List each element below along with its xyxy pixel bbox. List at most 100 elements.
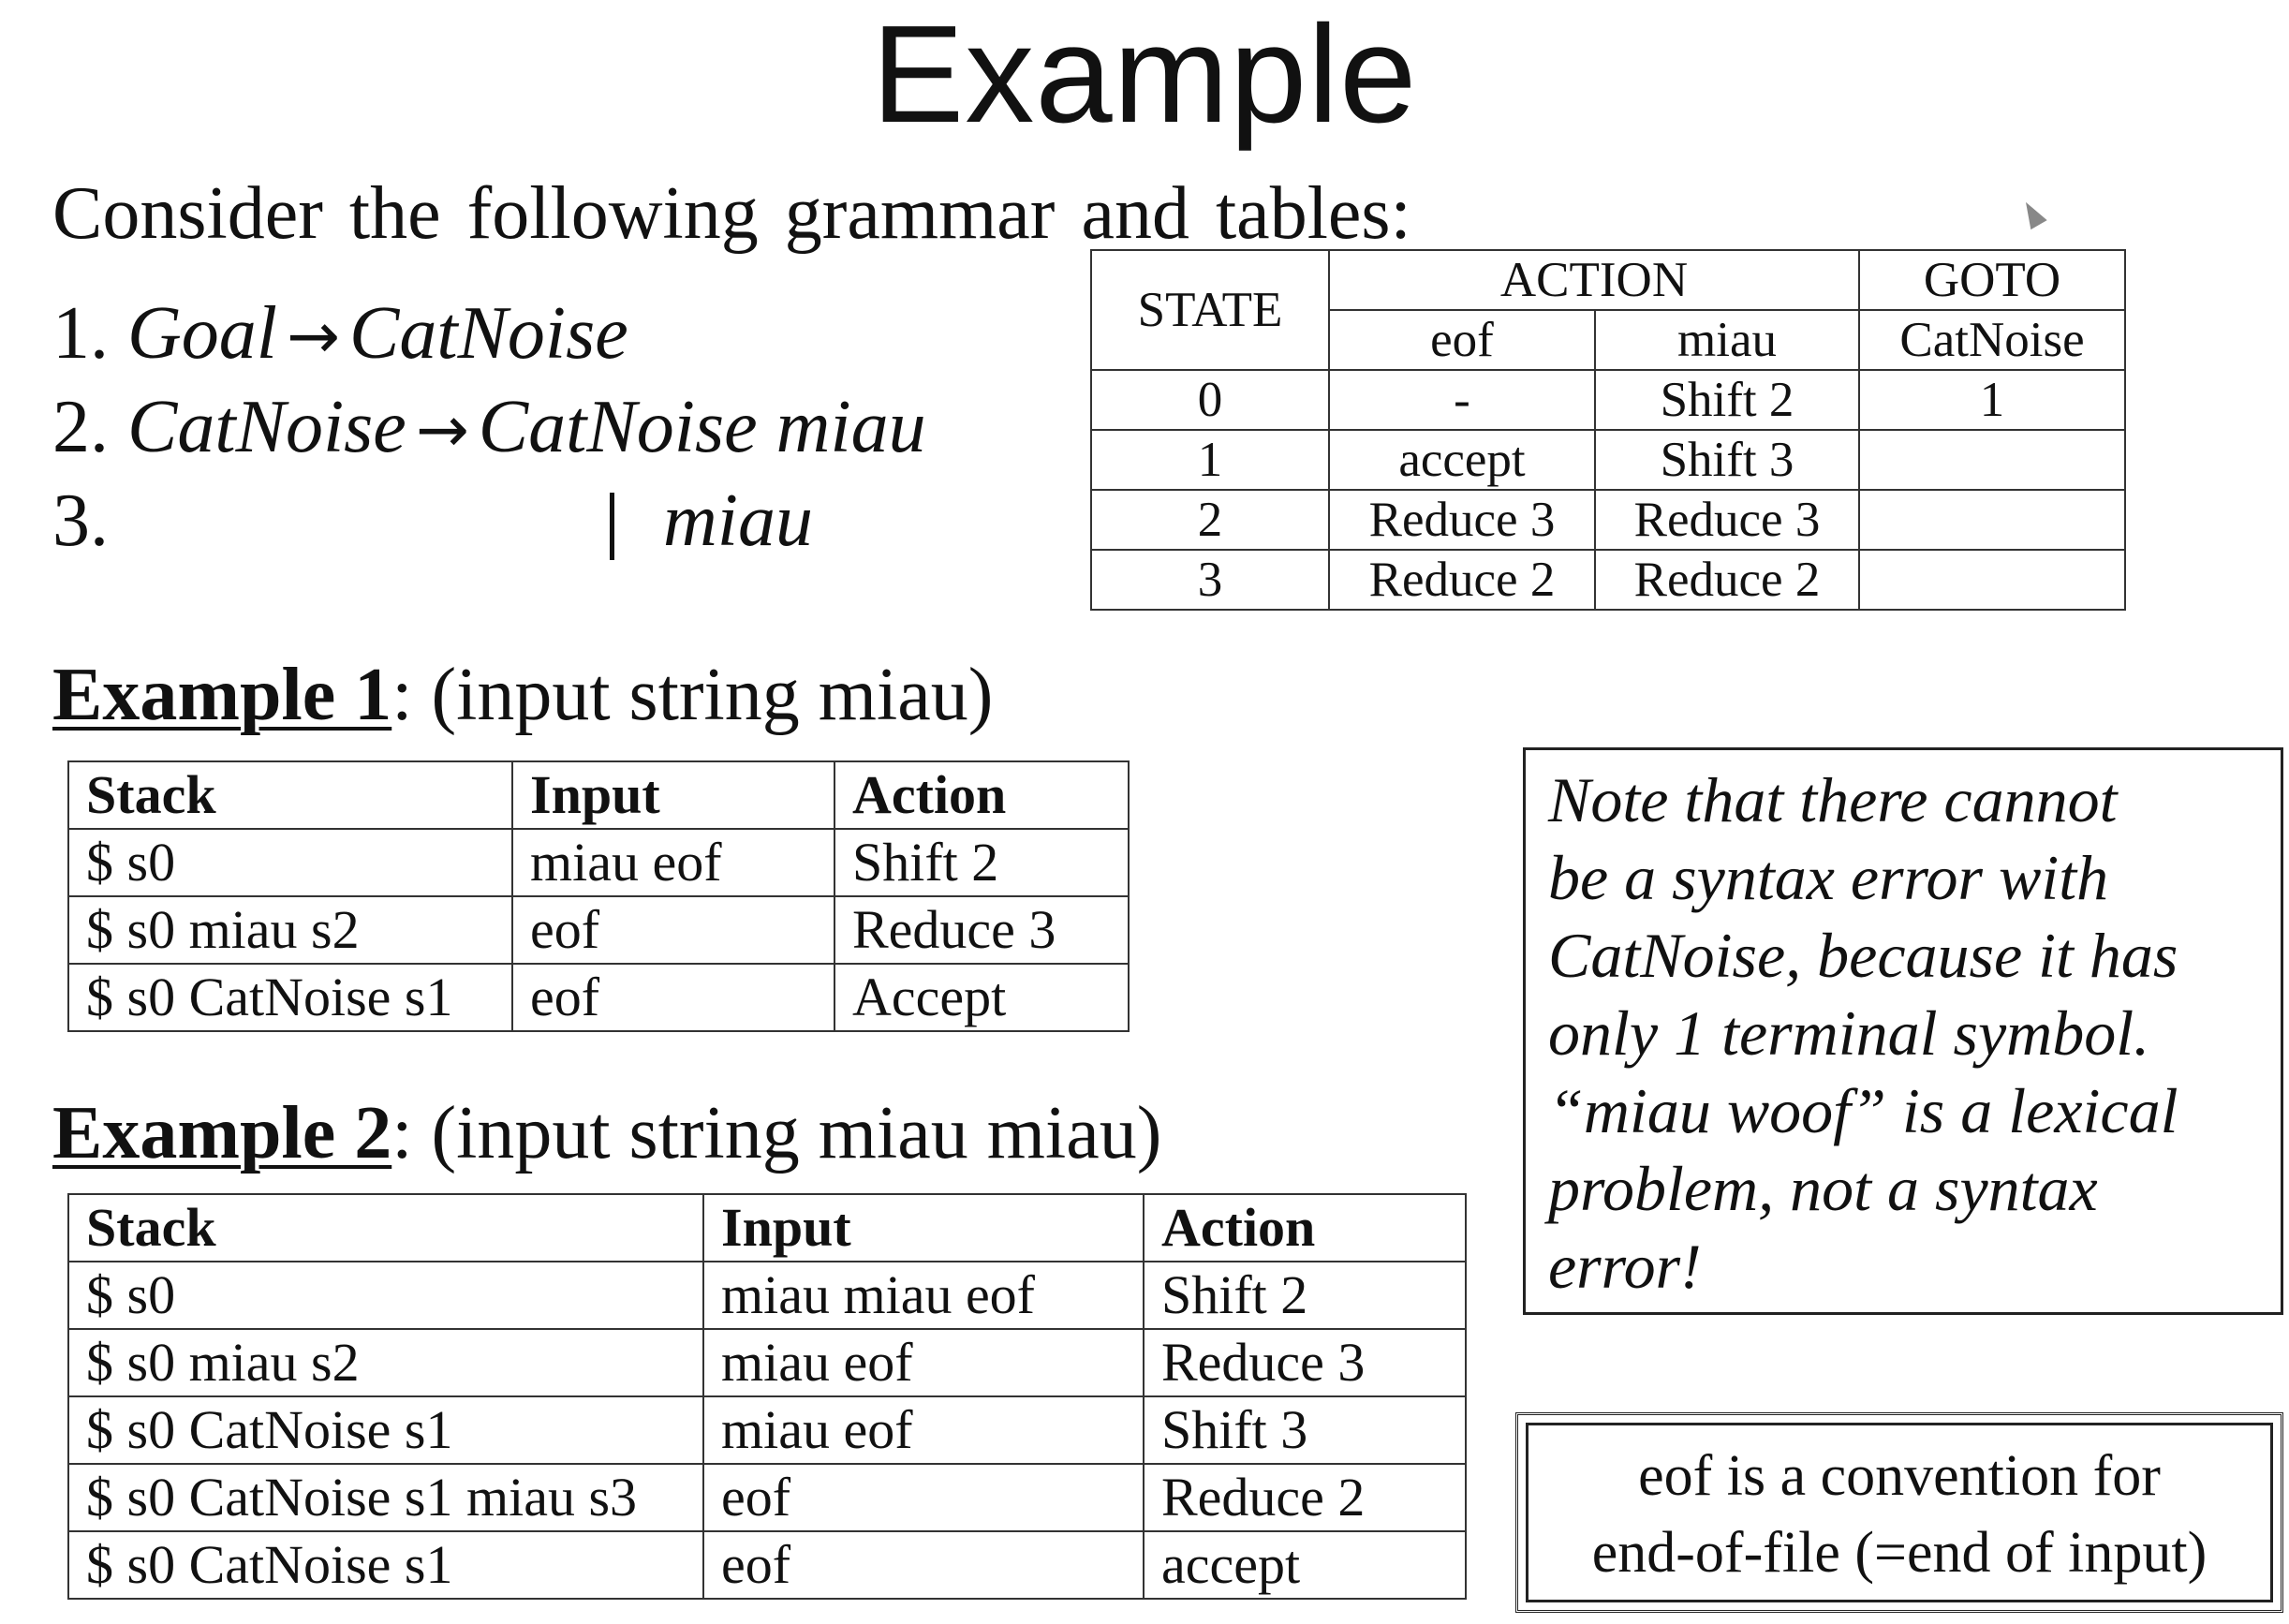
table-row: $ s0 CatNoise s1 miau s3 eof Reduce 2: [67, 1463, 1467, 1532]
grammar-rule-2: 2. CatNoise→CatNoise miau: [52, 380, 926, 478]
slide-title: Example: [871, 0, 1418, 152]
cell: $ s0 miau s2: [67, 1328, 704, 1397]
cell: Shift 2: [834, 828, 1130, 897]
cell: [1858, 549, 2126, 611]
cell: accept: [1328, 429, 1596, 491]
cell: miau eof: [702, 1395, 1144, 1465]
cell: Reduce 3: [1328, 489, 1596, 551]
note-line: only 1 terminal symbol.: [1548, 997, 2150, 1069]
cell: eof: [511, 895, 835, 965]
cell: $ s0 CatNoise s1 miau s3: [67, 1463, 704, 1532]
cell: [1858, 489, 2126, 551]
cell: miau eof: [702, 1328, 1144, 1397]
cell: -: [1328, 369, 1596, 431]
cell: Shift 2: [1143, 1261, 1467, 1330]
cell: 3: [1090, 549, 1330, 611]
column-header: Stack: [67, 760, 513, 830]
cell: $ s0 CatNoise s1: [67, 1395, 704, 1465]
example-2-desc: : (input string miau miau): [391, 1092, 1162, 1174]
column-header: Stack: [67, 1193, 704, 1262]
state-header: STATE: [1090, 249, 1330, 371]
example-2-table: Stack Input Action $ s0 miau miau eof Sh…: [67, 1193, 1467, 1600]
arrow-icon: →: [287, 300, 340, 374]
column-header: Input: [511, 760, 835, 830]
example-2-heading: Example 2: (input string miau miau): [52, 1086, 1161, 1180]
example-2-label: Example 2: [52, 1092, 392, 1174]
rule-number: 2.: [52, 386, 109, 468]
column-header: Action: [1143, 1193, 1467, 1262]
table-row: 3 Reduce 2 Reduce 2: [1090, 549, 2126, 611]
note-line: Note that there cannot: [1548, 764, 2118, 835]
rule-rhs: CatNoise: [348, 292, 628, 375]
cell: Shift 3: [1594, 429, 1860, 491]
cell: Reduce 3: [834, 895, 1130, 965]
column-header: Action: [834, 760, 1130, 830]
cell: [1858, 429, 2126, 491]
table-row: $ s0 miau s2 eof Reduce 3: [67, 895, 1130, 965]
note-line: problem, not a syntax: [1548, 1153, 2098, 1224]
cell: Accept: [834, 963, 1130, 1032]
mouse-cursor-icon: [2017, 197, 2047, 230]
note-line: “miau woof” is a lexical: [1548, 1075, 2178, 1146]
cell: Shift 3: [1143, 1395, 1467, 1465]
syntax-error-note: Note that there cannot be a syntax error…: [1523, 747, 2283, 1315]
goto-header: GOTO: [1858, 249, 2126, 311]
example-1-table: Stack Input Action $ s0 miau eof Shift 2…: [67, 760, 1130, 1032]
table-row: $ s0 CatNoise s1 eof Accept: [67, 963, 1130, 1032]
table-row: $ s0 miau miau eof Shift 2: [67, 1261, 1467, 1330]
cell: $ s0: [67, 1261, 704, 1330]
action-header: ACTION: [1328, 249, 1860, 311]
cell: 0: [1090, 369, 1330, 431]
table-row: 1 accept Shift 3: [1090, 429, 2126, 491]
intro-text: Consider the following grammar and table…: [52, 172, 1411, 255]
column-header: Input: [702, 1193, 1144, 1262]
cell: eof: [702, 1463, 1144, 1532]
grammar-rule-3-rhs: miau: [663, 474, 813, 568]
cell: accept: [1143, 1530, 1467, 1600]
rule-lhs: Goal: [127, 292, 277, 375]
rule-rhs: miau: [663, 480, 813, 562]
cell: Reduce 2: [1143, 1463, 1467, 1532]
table-row: $ s0 CatNoise s1 miau eof Shift 3: [67, 1395, 1467, 1465]
cell: 2: [1090, 489, 1330, 551]
cell: 1: [1858, 369, 2126, 431]
sub-header: eof: [1328, 309, 1596, 371]
cell: Reduce 2: [1594, 549, 1860, 611]
rule-number: 1.: [52, 292, 109, 375]
cell: Reduce 3: [1143, 1328, 1467, 1397]
cell: $ s0 miau s2: [67, 895, 513, 965]
sub-header: CatNoise: [1858, 309, 2126, 371]
cell: $ s0 CatNoise s1: [67, 1530, 704, 1600]
cell: Shift 2: [1594, 369, 1860, 431]
table-row: $ s0 miau s2 miau eof Reduce 3: [67, 1328, 1467, 1397]
note-line: CatNoise, because it has: [1548, 920, 2178, 991]
rule-rhs: CatNoise miau: [478, 386, 926, 468]
cell: miau eof: [511, 828, 835, 897]
note-line: eof is a convention for: [1638, 1444, 2161, 1508]
cell: $ s0: [67, 828, 513, 897]
cell: Reduce 2: [1328, 549, 1596, 611]
cell: Reduce 3: [1594, 489, 1860, 551]
rule-lhs: CatNoise: [127, 386, 406, 468]
grammar-rule-1: 1. Goal→CatNoise: [52, 287, 628, 384]
arrow-icon: →: [415, 393, 469, 467]
table-row: 2 Reduce 3 Reduce 3: [1090, 489, 2126, 551]
rule-number: 3.: [52, 480, 109, 562]
note-line: be a syntax error with: [1548, 842, 2109, 913]
cell: $ s0 CatNoise s1: [67, 963, 513, 1032]
grammar-rule-3: 3.: [52, 474, 109, 568]
note-line: end-of-file (=end of input): [1591, 1521, 2208, 1585]
cell: eof: [702, 1530, 1144, 1600]
table-row: $ s0 miau eof Shift 2: [67, 828, 1130, 897]
cell: miau miau eof: [702, 1261, 1144, 1330]
cell: eof: [511, 963, 835, 1032]
example-1-desc: : (input string miau): [391, 654, 994, 736]
cell: 1: [1090, 429, 1330, 491]
table-row: 0 - Shift 2 1: [1090, 369, 2126, 431]
alternation-bar: [610, 493, 614, 560]
table-row: $ s0 CatNoise s1 eof accept: [67, 1530, 1467, 1600]
sub-header: miau: [1594, 309, 1860, 371]
example-1-heading: Example 1: (input string miau): [52, 648, 993, 742]
parse-table: STATE ACTION GOTO eof miau CatNoise 0 - …: [1090, 249, 2126, 611]
eof-convention-note: eof is a convention for end-of-file (=en…: [1515, 1412, 2283, 1613]
